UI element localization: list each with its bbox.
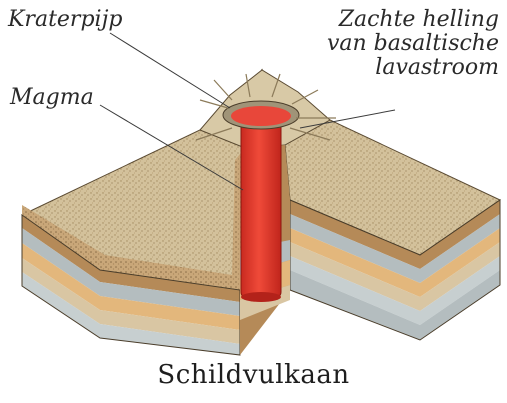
- diagram-caption: Schildvulkaan: [0, 360, 507, 390]
- magma-conduit: [241, 118, 281, 298]
- label-zachte-helling-line-2: van basaltische: [327, 32, 499, 56]
- label-zachte-helling-line-3: lavastroom: [327, 56, 499, 80]
- magma-conduit-base: [241, 292, 281, 302]
- crater-magma: [231, 106, 291, 126]
- label-zachte-helling-line-1: Zachte helling: [327, 8, 499, 32]
- label-zachte-helling: Zachte helling van basaltische lavastroo…: [327, 8, 499, 80]
- label-magma: Magma: [10, 86, 94, 110]
- label-kraterpijp: Kraterpijp: [8, 8, 122, 32]
